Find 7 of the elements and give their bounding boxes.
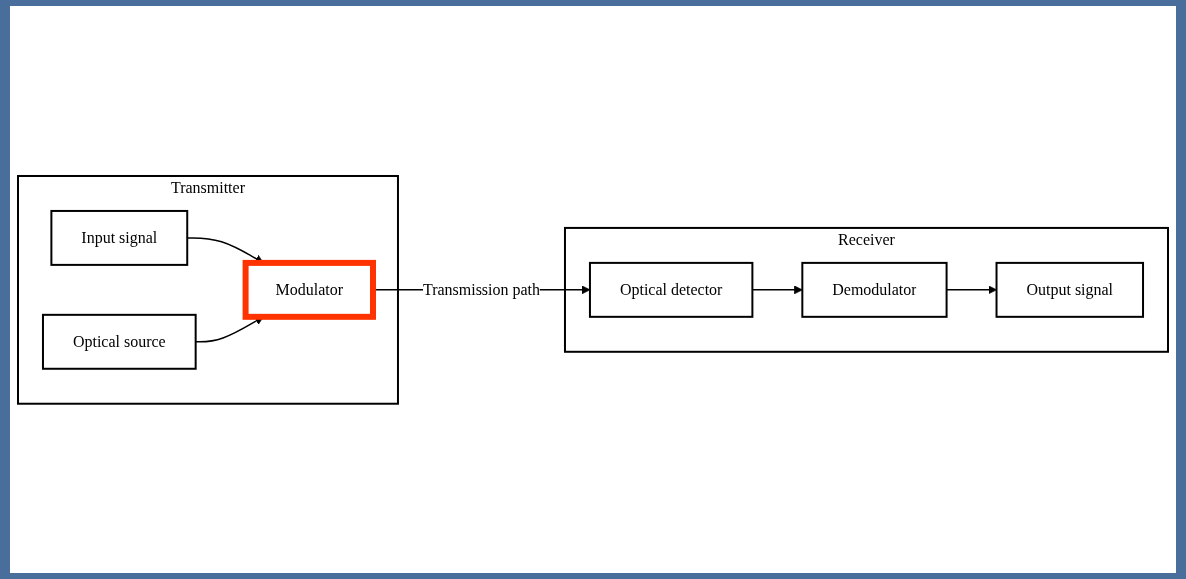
node-box: Output signal: [995, 261, 1145, 318]
node-box: Modulator: [242, 259, 376, 320]
node-box: Input signal: [50, 209, 189, 266]
edge-label: Transmission path: [422, 280, 541, 298]
node-box: Optical detector: [588, 261, 754, 318]
node-box: Optical source: [41, 313, 197, 370]
node-box: Demodulator: [801, 261, 948, 318]
